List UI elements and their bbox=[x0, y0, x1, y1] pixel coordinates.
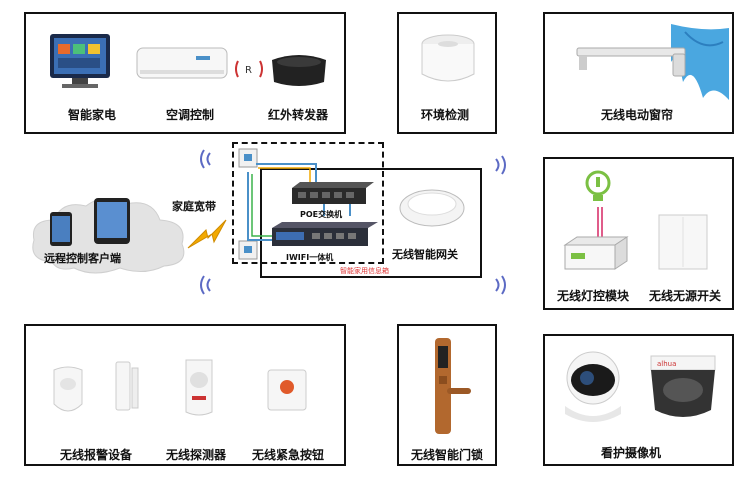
info-cabinet-border bbox=[232, 142, 384, 264]
appliance-label-tv: 智能家电 bbox=[68, 108, 117, 122]
emergency-button-icon bbox=[267, 369, 307, 411]
appliance-panel: R 智能家电 空调控制 红外转发器 bbox=[24, 12, 346, 134]
curtain-panel: 无线电动窗帘 bbox=[543, 12, 734, 134]
emergency-button-label: 无线紧急按钮 bbox=[252, 448, 325, 462]
passive-switch-label: 无线无源开关 bbox=[649, 289, 722, 303]
wifi-signal-icon bbox=[200, 149, 211, 169]
motion-detector-label: 无线探测器 bbox=[166, 448, 227, 462]
smart-lock-panel: 无线智能门锁 bbox=[397, 324, 497, 466]
lightning-icon bbox=[187, 219, 227, 249]
light-module-label: 无线灯控模块 bbox=[557, 289, 630, 303]
curtain-icon bbox=[576, 24, 729, 100]
smart-lock-label: 无线智能门锁 bbox=[411, 448, 484, 462]
wifi-signal-icon bbox=[200, 275, 211, 295]
gateway-label: 无线智能网关 bbox=[392, 248, 458, 261]
svg-text:R: R bbox=[245, 65, 252, 76]
door-sensor-icon bbox=[115, 361, 139, 411]
alarm-panel: 无线报警设备 无线探测器 无线紧急按钮 bbox=[24, 324, 346, 466]
environment-label: 环境检测 bbox=[421, 108, 470, 122]
camera-panel: alhua 看护摄像机 bbox=[543, 334, 734, 466]
alarm-device-icon bbox=[53, 366, 83, 412]
wifi-signal-icon bbox=[495, 155, 506, 175]
ir-signal-icon: R bbox=[235, 60, 263, 78]
svg-text:alhua: alhua bbox=[657, 360, 676, 368]
wifi-signal-icon bbox=[495, 275, 506, 295]
gateway-border bbox=[260, 168, 482, 278]
wireless-gateway-icon bbox=[399, 189, 465, 227]
camera-label: 看护摄像机 bbox=[601, 446, 662, 460]
poe-switch-label: POE交换机 bbox=[300, 210, 343, 219]
alarm-device-label: 无线报警设备 bbox=[60, 448, 133, 462]
broadband-label: 家庭宽带 bbox=[172, 200, 216, 213]
environment-sensor-icon bbox=[421, 34, 475, 82]
info-cabinet-label: 智能家用信息箱 bbox=[340, 267, 389, 275]
air-conditioner-icon bbox=[136, 47, 228, 79]
iwifi-label: IWIFI一体机 bbox=[286, 253, 334, 262]
appliance-label-ac: 空调控制 bbox=[166, 108, 215, 122]
passive-switch-icon bbox=[658, 214, 708, 270]
light-bulb-icon bbox=[585, 170, 611, 201]
dome-camera-icon: alhua bbox=[650, 355, 716, 417]
curtain-label: 无线电动窗帘 bbox=[601, 108, 674, 122]
light-control-panel: 无线灯控模块 无线无源开关 bbox=[543, 157, 734, 310]
cloud-label: 远程控制客户端 bbox=[44, 252, 121, 265]
camera-icon bbox=[565, 351, 621, 422]
motion-detector-icon bbox=[185, 359, 213, 416]
environment-panel: 环境检测 bbox=[397, 12, 497, 134]
smart-lock-icon bbox=[435, 338, 471, 434]
wire-icon bbox=[597, 207, 603, 239]
poe-switch-icon bbox=[292, 182, 374, 204]
light-module-icon bbox=[563, 236, 629, 270]
ir-forwarder-icon bbox=[272, 55, 326, 86]
appliance-label-ir: 红外转发器 bbox=[268, 108, 329, 122]
cloud-icon bbox=[32, 198, 185, 274]
network-outlet-icon bbox=[238, 148, 258, 168]
smart-tv-icon bbox=[50, 34, 110, 88]
iwifi-router-icon bbox=[272, 222, 378, 246]
